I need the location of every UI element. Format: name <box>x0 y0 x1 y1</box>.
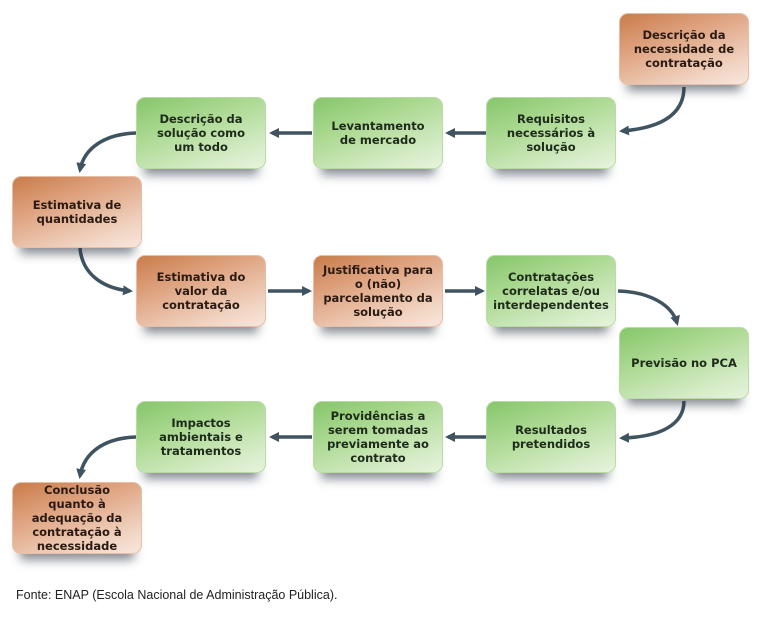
step-estimativa-valor: Estimativa do valor da contratação <box>136 255 266 327</box>
step-conclusao: Conclusão quanto à adequação da contrata… <box>12 482 142 554</box>
arrow-s1-s2 <box>619 86 686 136</box>
arrow-s5-s6 <box>78 247 133 296</box>
step-descricao-solucao: Descrição da solução como um todo <box>136 97 266 169</box>
step-necessidade: Descrição da necessidade de contratação <box>619 13 749 85</box>
step-estimativa-quantidades: Estimativa de quantidades <box>12 176 142 248</box>
arrow-s8-s9 <box>617 289 680 326</box>
step-resultados: Resultados pretendidos <box>486 401 616 473</box>
step-requisitos: Requisitos necessários à solução <box>486 97 616 169</box>
arrow-s12-s13 <box>76 435 137 479</box>
source-caption: Fonte: ENAP (Escola Nacional de Administ… <box>16 588 338 602</box>
step-impactos-ambientais: Impactos ambientais e tratamentos <box>136 401 266 473</box>
step-contratacoes-correlatas: Contratações correlatas e/ou interdepend… <box>486 255 616 327</box>
step-justificativa-parcelamento: Justificativa para o (não) parcelamento … <box>313 255 443 327</box>
step-previsao-pca: Previsão no PCA <box>619 327 749 399</box>
step-providencias: Providências a serem tomadas previamente… <box>313 401 443 473</box>
arrow-s9-s10 <box>619 400 686 443</box>
arrow-s4-s5 <box>76 131 137 173</box>
step-levantamento: Levantamento de mercado <box>313 97 443 169</box>
